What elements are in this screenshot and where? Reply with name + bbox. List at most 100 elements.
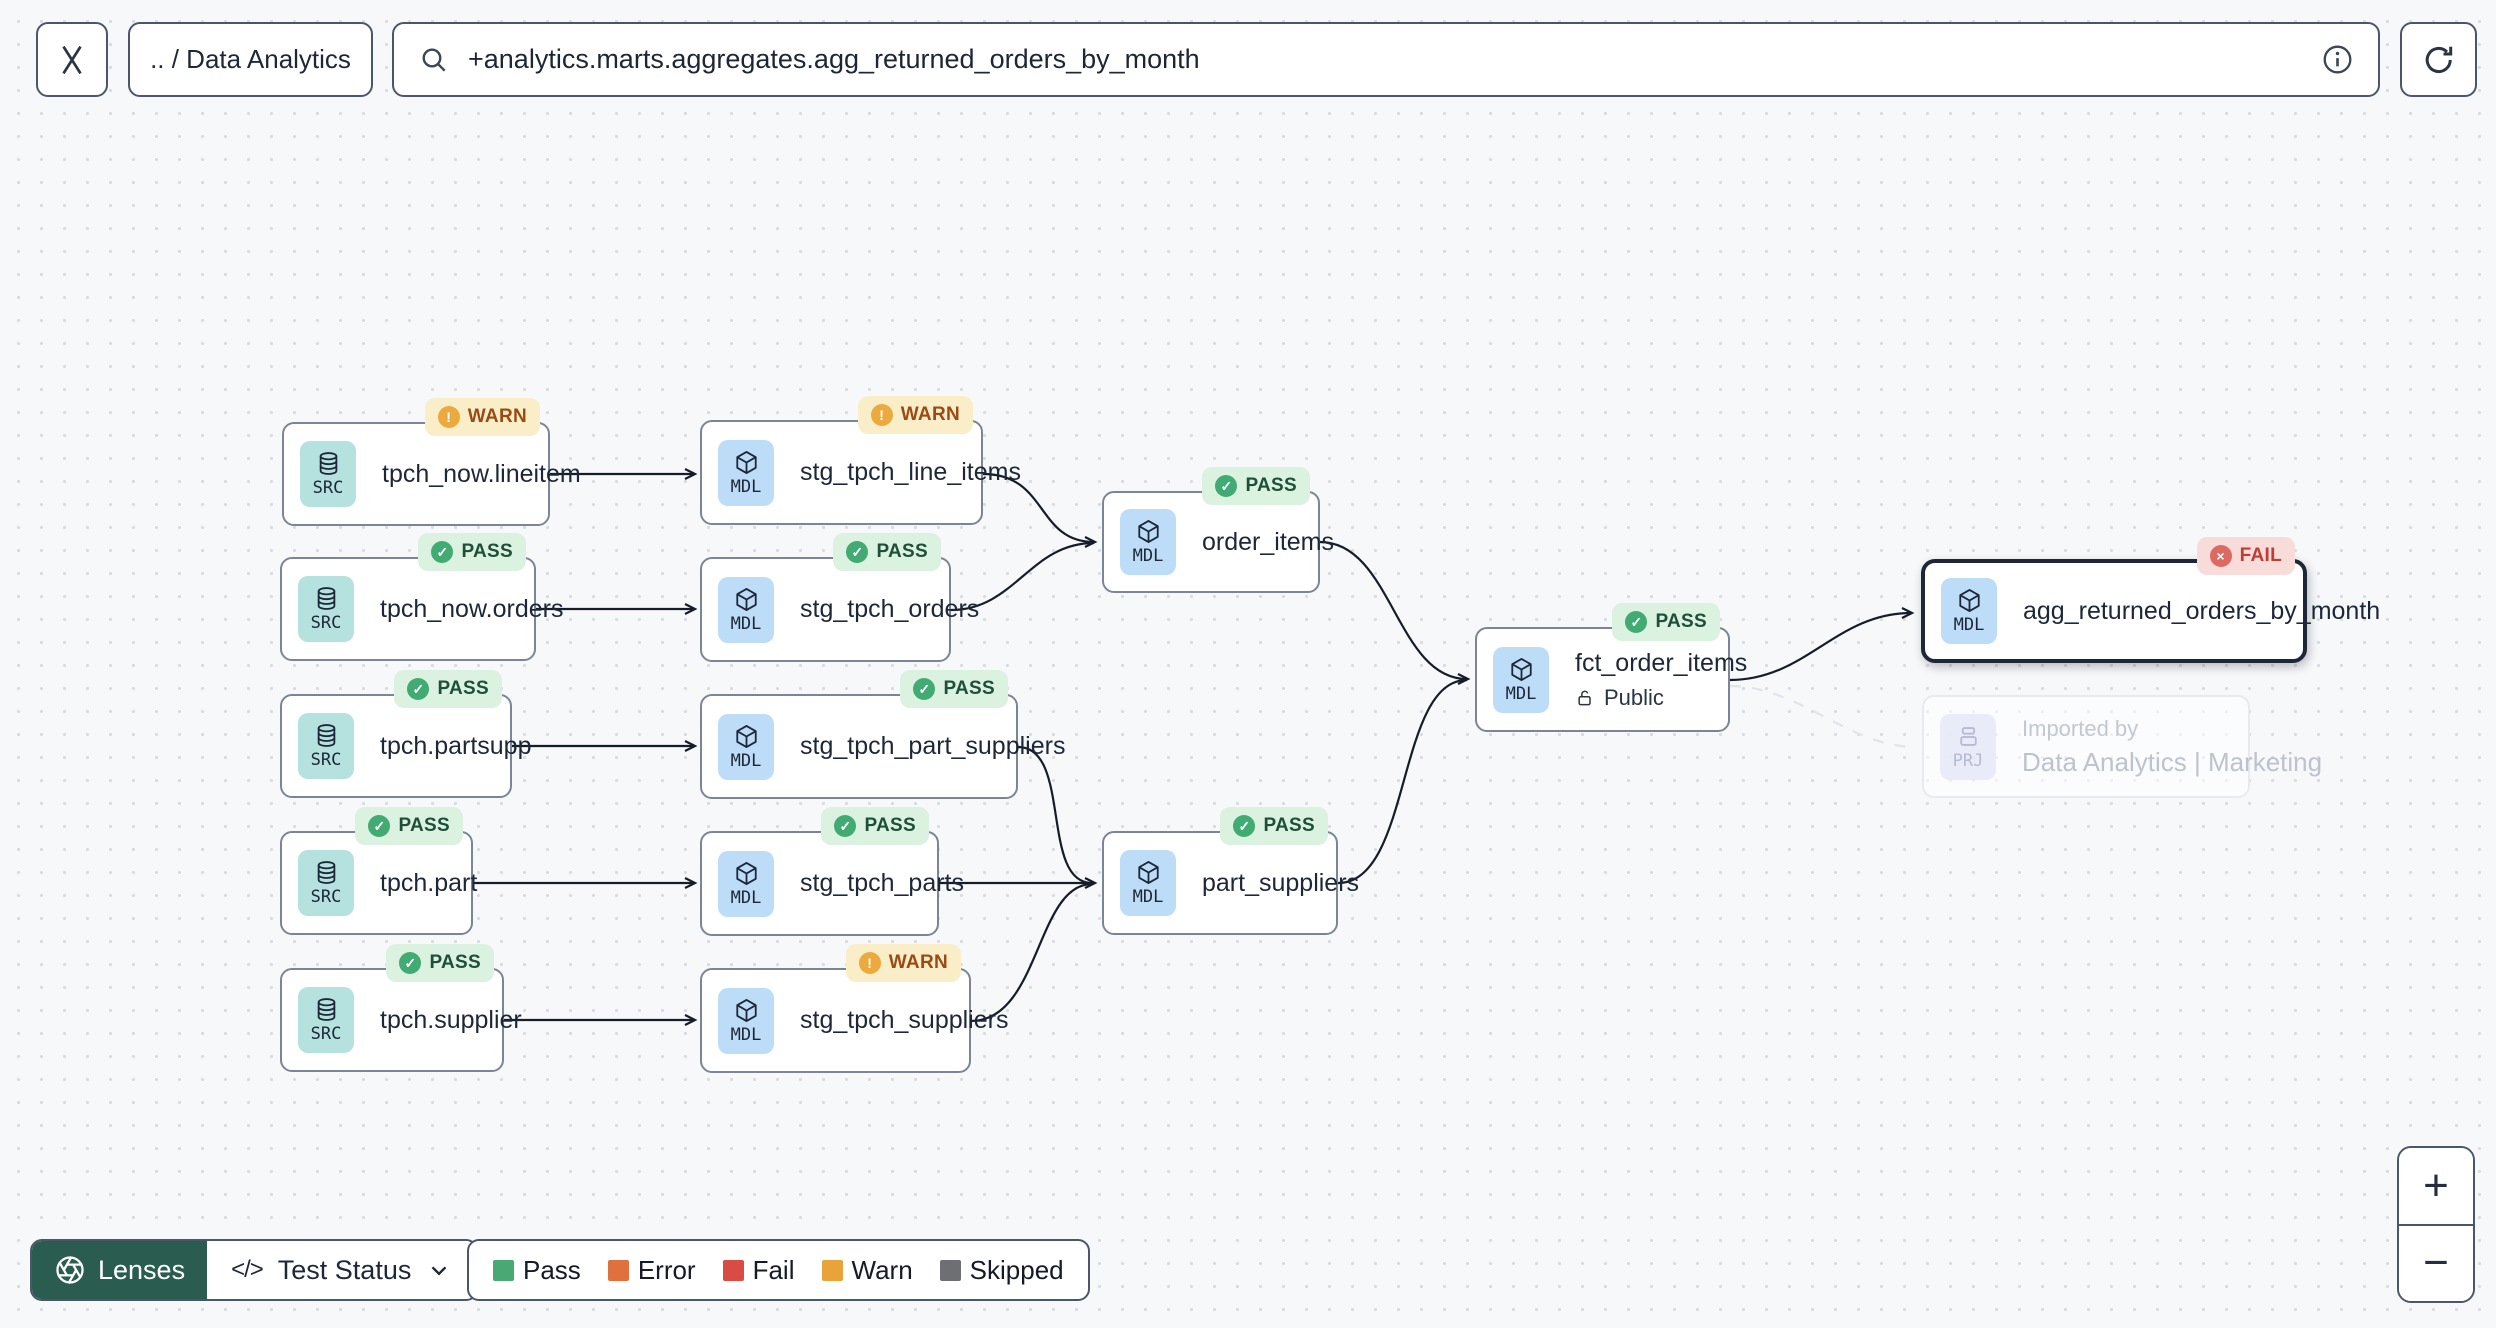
chevron-down-icon [426, 1257, 452, 1283]
pass-dot-icon: ✓ [407, 678, 430, 700]
zoom-in-button[interactable]: + [2399, 1148, 2473, 1224]
pass-dot-icon: ✓ [1625, 611, 1648, 633]
lens-selector[interactable]: </> Test Status [207, 1241, 476, 1299]
lens-selected-label: Test Status [277, 1254, 412, 1285]
node-stg_tpch_orders[interactable]: ✓PASS MDL stg_tpch_orders [700, 533, 979, 662]
status-badge-pass: ✓PASS [900, 670, 1008, 708]
edge-order_items-to-fct_order_items [1319, 540, 1471, 685]
node-label: stg_tpch_orders [800, 595, 980, 623]
cube-icon: MDL [1120, 850, 1176, 916]
node-labels: agg_returned_orders_by_month [2023, 597, 2400, 626]
node-labels: tpch_now.lineitem [382, 460, 601, 489]
database-icon: SRC [298, 987, 354, 1053]
database-icon: SRC [298, 713, 354, 779]
node-label: tpch_now.orders [380, 594, 564, 623]
node-labels: Imported by Data Analytics | Marketing [2022, 716, 2342, 778]
legend-item-fail: Fail [722, 1255, 795, 1286]
node-part_suppliers[interactable]: ✓PASS MDL part_suppliers [1102, 807, 1359, 935]
edge-stg_tpch_suppliers-to-part_suppliers [970, 882, 1093, 1023]
lenses-button[interactable]: Lenses [32, 1241, 208, 1299]
refresh-icon [2421, 42, 2457, 78]
node-labels: stg_tpch_line_items [800, 458, 1041, 487]
cube-icon: MDL [1120, 509, 1176, 575]
node-stg_tpch_part_suppliers[interactable]: ✓PASS MDL stg_tpch_part_suppliers [700, 670, 1065, 799]
status-badge-pass: ✓PASS [821, 807, 929, 845]
pass-dot-icon: ✓ [834, 815, 857, 837]
warn-dot-icon: ! [870, 404, 893, 426]
status-badge-fail: ×FAIL [2196, 537, 2295, 575]
legend-swatch-fail [722, 1259, 744, 1281]
status-badge-pass: ✓PASS [355, 807, 463, 845]
status-badge-pass: ✓PASS [833, 533, 941, 571]
node-labels: order_items [1202, 528, 1354, 557]
legend-swatch-pass [493, 1259, 514, 1281]
cube-icon: MDL [1493, 646, 1549, 713]
close-button[interactable] [36, 22, 108, 97]
node-labels: stg_tpch_part_suppliers [800, 732, 1085, 761]
node-label: stg_tpch_part_suppliers [800, 732, 1066, 760]
cube-icon: MDL [718, 439, 774, 506]
search-bar[interactable] [392, 22, 2380, 97]
status-badge-pass: ✓PASS [386, 944, 494, 982]
breadcrumb[interactable]: .. / Data Analytics [128, 22, 373, 97]
access-label: Public [1604, 684, 1664, 710]
database-icon: SRC [298, 850, 354, 916]
cube-icon: MDL [718, 576, 774, 643]
node-label: stg_tpch_line_items [800, 458, 1021, 486]
pass-dot-icon: ✓ [368, 815, 391, 837]
status-badge-pass: ✓PASS [1202, 467, 1310, 505]
pass-dot-icon: ✓ [1233, 815, 1256, 837]
node-label: tpch.part [380, 868, 478, 897]
cube-icon: MDL [718, 713, 774, 780]
node-label: stg_tpch_parts [800, 869, 964, 897]
zoom-out-button[interactable]: − [2399, 1225, 2473, 1301]
status-badge-pass: ✓PASS [394, 670, 502, 708]
database-icon: SRC [298, 576, 354, 642]
status-badge-pass: ✓PASS [1220, 807, 1328, 845]
pass-dot-icon: ✓ [1215, 475, 1238, 497]
node-labels: stg_tpch_suppliers [800, 1006, 1028, 1035]
node-labels: tpch_now.orders [380, 595, 583, 624]
pass-dot-icon: ✓ [846, 541, 869, 563]
legend-swatch-warn [821, 1259, 843, 1281]
aperture-icon [54, 1254, 86, 1286]
warn-dot-icon: ! [437, 406, 460, 428]
node-label: part_suppliers [1202, 868, 1360, 897]
pass-dot-icon: ✓ [913, 678, 936, 700]
node-sublabel: Data Analytics | Marketing [2022, 746, 2323, 777]
legend-item-pass: Pass [493, 1255, 581, 1286]
lenses-control: Lenses </> Test Status [30, 1239, 479, 1301]
legend-swatch-skipped [939, 1259, 961, 1281]
node-label: agg_returned_orders_by_month [2023, 596, 2381, 625]
status-badge-pass: ✓PASS [1612, 603, 1720, 641]
info-icon[interactable] [2321, 43, 2354, 76]
node-labels: stg_tpch_orders [800, 595, 999, 624]
zoom-control: + − [2397, 1146, 2475, 1303]
fail-dot-icon: × [2209, 545, 2232, 567]
zoom-divider [2399, 1223, 2473, 1226]
node-labels: part_suppliers [1202, 869, 1379, 898]
search-input[interactable] [466, 43, 2305, 76]
status-badge-warn: !WARN [424, 398, 540, 436]
lock-open-icon [1575, 688, 1595, 708]
pass-dot-icon: ✓ [399, 952, 422, 974]
search-icon [418, 44, 450, 76]
status-badge-warn: !WARN [845, 944, 961, 982]
refresh-button[interactable] [2400, 22, 2477, 97]
node-label: tpch_now.lineitem [382, 459, 581, 488]
